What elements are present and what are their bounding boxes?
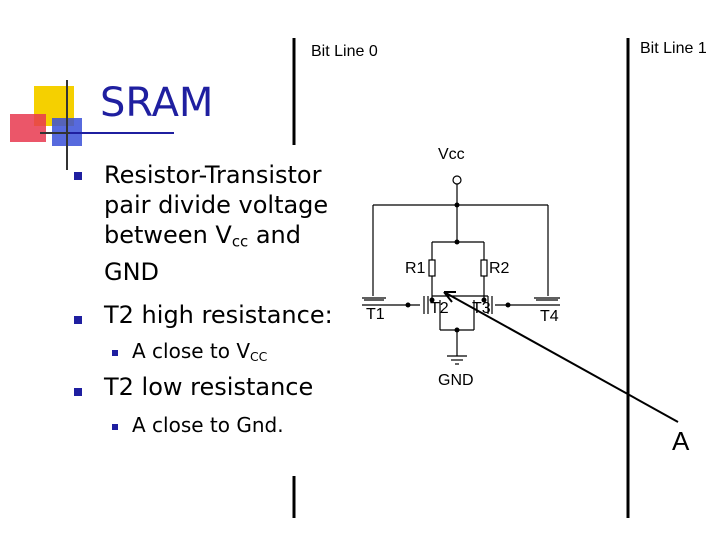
logo-vertical-line [66, 80, 68, 170]
subscript: CC [250, 349, 268, 365]
junction-dot [481, 297, 487, 303]
title-underline [70, 132, 174, 134]
bullet-resistor-transistor: Resistor-Transistor pair divide voltage … [104, 160, 328, 287]
sub-bullet-a-vcc: A close to VCC [132, 338, 267, 370]
sub-bullet-a-gnd: A close to Gnd. [132, 413, 284, 437]
bullet-line: pair divide voltage [104, 191, 329, 219]
junction-dot [405, 302, 411, 308]
bullet-line: between Vcc and [104, 220, 328, 257]
node-a-label: A [672, 426, 690, 456]
pointer-to-node-a [443, 291, 679, 423]
bullet-text: and [248, 221, 301, 249]
subscript: cc [231, 232, 249, 251]
t2-label: T2 [430, 300, 449, 317]
sub-bullet-marker [112, 350, 118, 356]
bit-line-0-label: Bit Line 0 [311, 43, 378, 60]
bullet-marker [74, 172, 82, 180]
r1-resistor [428, 259, 436, 277]
r1-label: R1 [405, 260, 426, 277]
bullet-t2-low: T2 low resistance [104, 373, 314, 401]
bullet-t2-high: T2 high resistance: [104, 301, 333, 329]
pointer-arrowhead-2 [443, 291, 453, 303]
junction-dot [454, 327, 460, 333]
bullet-marker [74, 388, 82, 396]
junction-dot [454, 239, 460, 245]
gnd-label: GND [438, 372, 474, 389]
junction-dot [505, 302, 511, 308]
sub-bullet-text: A close to V [132, 339, 251, 363]
bullet-text: between V [104, 221, 232, 249]
sub-bullet-marker [112, 424, 118, 430]
r2-resistor [480, 259, 488, 277]
t3-label: T3 [472, 300, 491, 317]
vcc-label: Vcc [438, 146, 465, 163]
vcc-terminal [452, 175, 462, 185]
bullet-line: GND [104, 257, 160, 286]
t4-label: T4 [540, 308, 559, 325]
junction-dot [454, 202, 460, 208]
t1-label: T1 [366, 306, 385, 323]
bit-line-1-label: Bit Line 1 [640, 40, 707, 57]
bullet-marker [74, 316, 82, 324]
r2-label: R2 [489, 260, 510, 277]
logo-red-square [10, 114, 46, 142]
slide-title: SRAM [100, 80, 214, 126]
bullet-line: Resistor-Transistor [104, 161, 322, 189]
junction-dot [429, 297, 435, 303]
